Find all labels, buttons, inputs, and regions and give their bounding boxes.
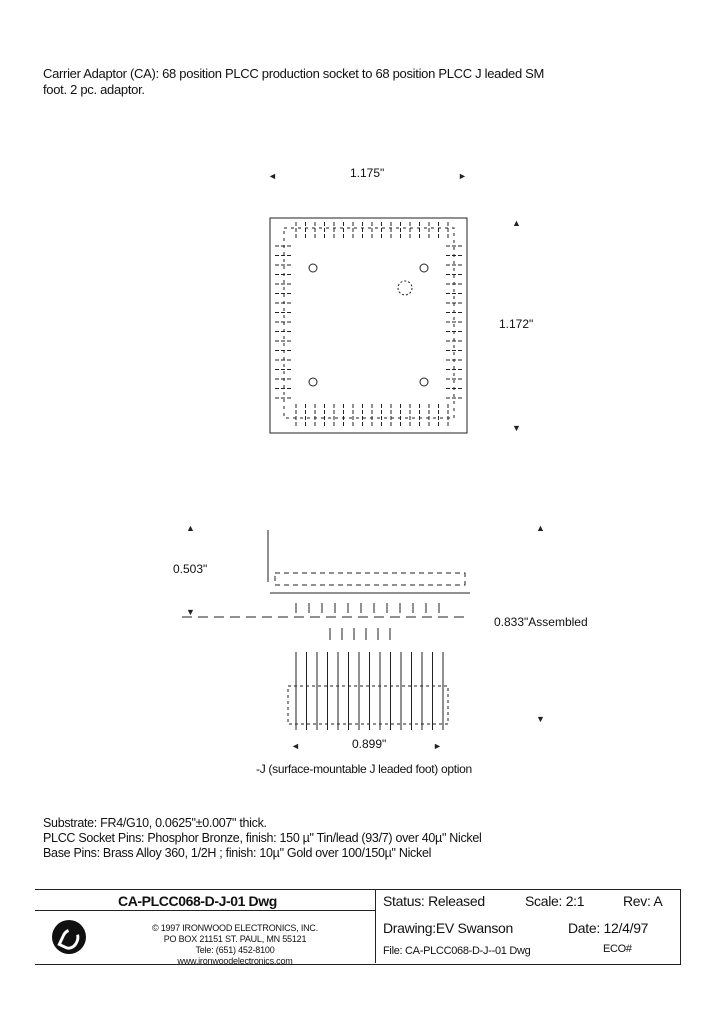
status-label: Status: Released xyxy=(383,893,485,909)
assembled-dimension: 0.833"Assembled xyxy=(494,615,588,629)
side-view xyxy=(182,530,470,730)
company-address: PO BOX 21151 ST. PAUL, MN 55121 xyxy=(163,934,307,944)
drawn-by-label: Drawing:EV Swanson xyxy=(383,920,513,936)
mount-hole-4 xyxy=(419,377,429,387)
left-arrow-icon: ◄ xyxy=(268,171,277,181)
file-label: File: CA-PLCC068-D-J--01 Dwg xyxy=(383,945,531,957)
scale-label: Scale: 2:1 xyxy=(525,893,585,909)
revision-label: Rev: A xyxy=(623,893,663,909)
top-pin-row-top xyxy=(295,222,449,240)
title-block-divider xyxy=(375,889,376,963)
spec-substrate: Substrate: FR4/G10, 0.0625"±0.007" thick… xyxy=(43,816,267,830)
j-lead-pins xyxy=(295,603,440,640)
side-width-dimension: 0.899" xyxy=(352,737,387,751)
spec-base-pins: Base Pins: Brass Alloy 360, 1/2H ; finis… xyxy=(43,846,432,860)
spec-socket-pins: PLCC Socket Pins: Phosphor Bronze, finis… xyxy=(43,831,482,845)
top-pin-row-right xyxy=(446,245,463,399)
title-block xyxy=(35,889,681,965)
company-copyright: © 1997 IRONWOOD ELECTRONICS, INC. xyxy=(151,923,319,933)
top-pin-row-bottom xyxy=(295,404,449,426)
date-label: Date: 12/4/97 xyxy=(568,920,649,936)
socket-body xyxy=(274,572,466,586)
top-width-dimension: 1.175" xyxy=(350,166,385,180)
company-website: www.ironwoodelectronics.com xyxy=(177,956,293,966)
down-arrow-icon: ▼ xyxy=(536,714,545,724)
up-arrow-icon: ▲ xyxy=(536,523,545,533)
eco-label: ECO# xyxy=(603,943,632,955)
drawing-title: CA-PLCC068-D-J-01 Dwg xyxy=(118,893,277,909)
title-block-rule xyxy=(35,910,375,911)
option-caption: -J (surface-mountable J leaded foot) opt… xyxy=(256,762,472,776)
left-arrow-icon: ◄ xyxy=(291,741,300,751)
company-phone: Tele: (651) 452-8100 xyxy=(195,945,275,955)
mount-hole-1 xyxy=(308,263,318,273)
down-arrow-icon: ▼ xyxy=(512,423,521,433)
ironwood-logo-icon xyxy=(52,920,86,954)
top-view-outline xyxy=(269,217,468,434)
top-pin-row-left xyxy=(275,245,292,399)
alignment-hole xyxy=(397,280,413,296)
mount-hole-2 xyxy=(419,263,429,273)
up-arrow-icon: ▲ xyxy=(186,523,195,533)
pin-ring xyxy=(283,227,455,419)
description-line-1: Carrier Adaptor (CA): 68 position PLCC p… xyxy=(43,66,545,81)
mount-hole-3 xyxy=(308,377,318,387)
side-height-dimension: 0.503" xyxy=(173,562,208,576)
top-view xyxy=(269,217,468,434)
base-pin-block xyxy=(287,685,449,725)
up-arrow-icon: ▲ xyxy=(512,218,521,228)
down-arrow-icon: ▼ xyxy=(186,607,195,617)
description-line-2: foot. 2 pc. adaptor. xyxy=(43,82,145,97)
top-height-dimension: 1.172" xyxy=(499,317,534,331)
base-pins xyxy=(295,652,444,730)
right-arrow-icon: ► xyxy=(458,171,467,181)
right-arrow-icon: ► xyxy=(433,741,442,751)
